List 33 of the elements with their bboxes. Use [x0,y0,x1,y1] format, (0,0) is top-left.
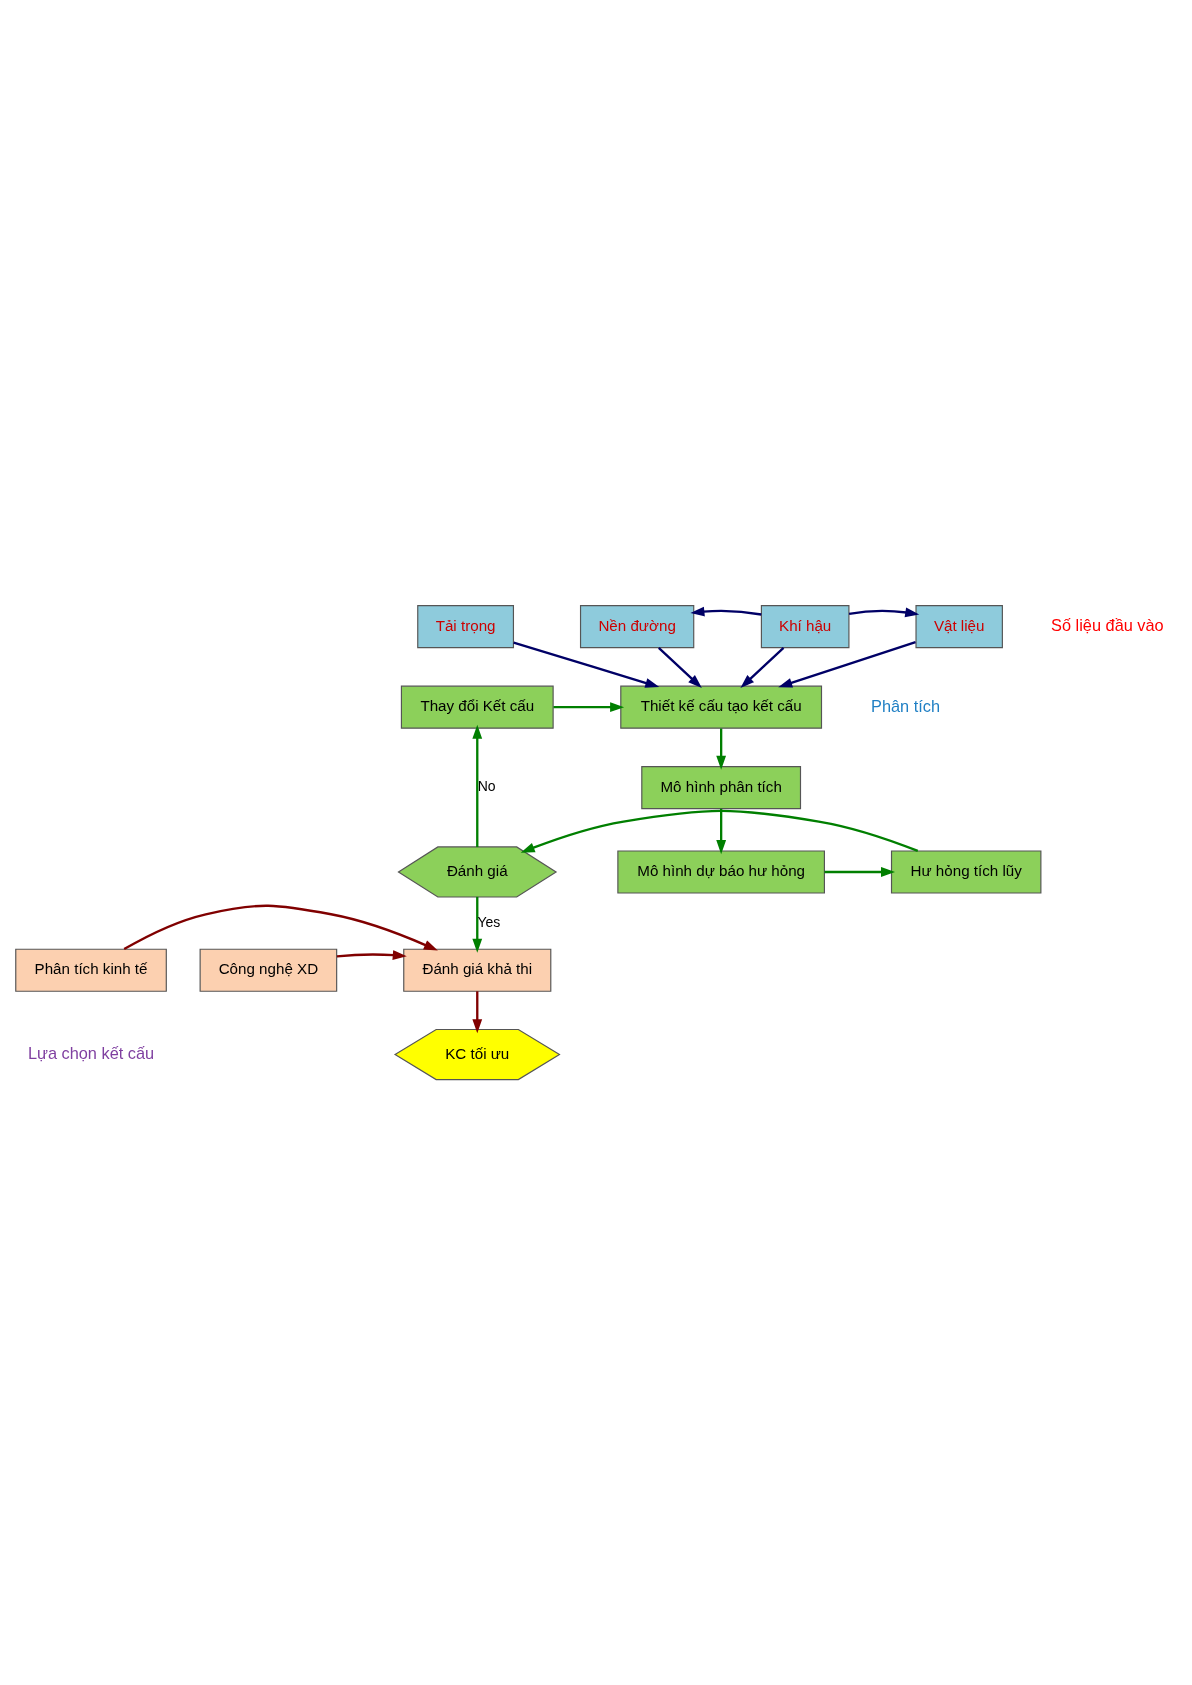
node-box: Thay đổi Kết cấu [400,685,554,729]
node-box: Khí hậu [760,605,850,649]
node-box: Công nghệ XD [199,948,338,992]
arrow [690,606,762,617]
arrow [520,809,919,853]
node-box: Vật liệu [915,605,1003,649]
arrow [657,647,702,689]
arrow [513,641,660,688]
node-box: Thiết kế cấu tạo kết cấu [620,685,823,729]
arrow [123,904,438,951]
node-box: Tải trọng [417,605,515,649]
node-box: Hư hỏng tích lũy [890,850,1042,894]
edge-label: No [477,778,496,795]
label: Số liệu đầu vào [1051,615,1164,634]
arrow [336,950,407,960]
arrow [716,808,727,855]
edge-label: Yes [477,913,501,930]
label: Phân tích [871,696,941,715]
label: Lựa chọn kết cấu [27,1043,155,1062]
arrow [472,724,483,848]
arrow [472,991,483,1034]
node-box: Phân tích kinh tế [15,948,167,992]
node-box: Mô hình dự báo hư hỏng [617,850,825,894]
node-box: Mô hình phân tích [641,766,802,810]
arrow [848,607,920,618]
arrow [740,647,785,689]
arrow [553,702,625,713]
node-box: Đánh giá khả thi [403,948,552,992]
arrow [778,641,916,688]
arrow [472,896,483,953]
node-box: Nền đường [579,605,695,649]
arrow [824,867,895,877]
arrow [716,728,727,770]
